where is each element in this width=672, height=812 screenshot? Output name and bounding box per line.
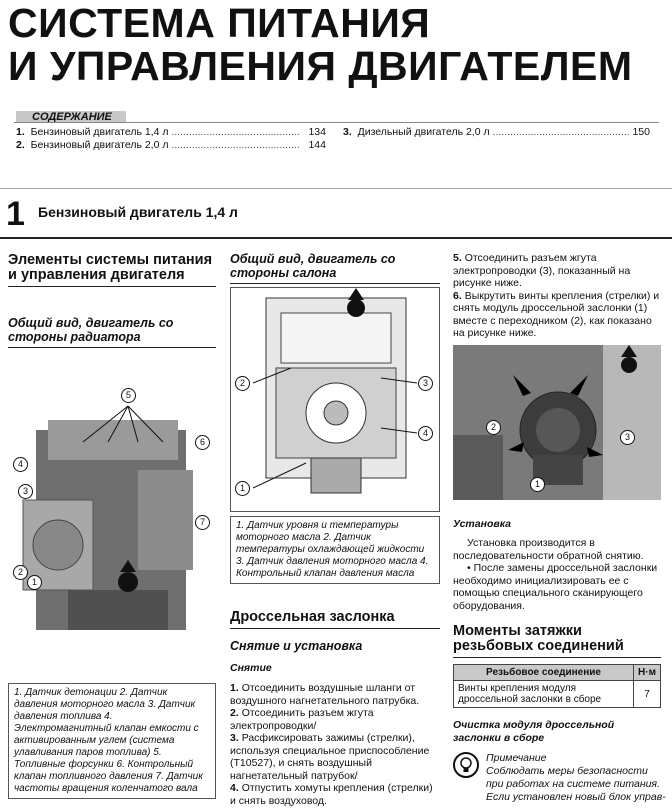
col3-steps: 5. Отсоединить разъем жгута электропрово… [453, 252, 661, 340]
step-6: 6. Выкрутить винты крепления (стрелки) и… [453, 289, 660, 340]
removal-install-heading: Снятие и установка [230, 639, 363, 653]
col1-heading: Элементы системы питания и управления дв… [8, 253, 216, 287]
callout-5: 5 [121, 388, 136, 403]
callout-7: 7 [195, 515, 210, 530]
throttle-section-heading: Дроссельная заслонка [230, 610, 440, 629]
callout-1: 1 [530, 477, 545, 492]
step-5: 5. Отсоединить разъем жгута электропрово… [453, 252, 631, 289]
callout-3: 3 [620, 430, 635, 445]
toc-divider [14, 122, 659, 123]
chapter-rule [0, 237, 672, 239]
step-3: 3. Расфиксировать зажимы (стрелки), испо… [230, 732, 430, 782]
cleaning-heading: Очистка модуля дроссельной заслонки в сб… [453, 719, 615, 744]
callout-6: 6 [195, 435, 210, 450]
page-title-line2: И УПРАВЛЕНИЯ ДВИГАТЕЛЕМ [8, 43, 633, 89]
removal-label: Снятие [230, 662, 272, 674]
callout-4: 4 [13, 457, 28, 472]
install-bullet: • После замены дроссельной заслонки необ… [453, 562, 658, 612]
engine-radiator-drawing [22, 405, 193, 630]
page-title: СИСТЕМА ПИТАНИЯ И УПРАВЛЕНИЯ ДВИГАТЕЛЕМ [8, 2, 633, 88]
table-row: Винты крепления модуля дроссельной засло… [452, 680, 661, 708]
callout-4: 4 [418, 426, 433, 441]
table-header-joint: Резьбовое соединение [452, 664, 635, 681]
chapter-number: 1 [6, 195, 25, 233]
page-title-line1: СИСТЕМА ПИТАНИЯ [8, 0, 431, 46]
torque-heading: Моменты затяжки резьбовых соединений [453, 624, 661, 658]
install-label: Установка [453, 518, 511, 530]
step-1: 1. Отсоединить воздушные шланги от возду… [230, 682, 420, 707]
step-4: 4. Отпустить хомуты крепления (стрелки) … [230, 782, 433, 807]
callout-2: 2 [235, 376, 250, 391]
note-label: Примечание [486, 752, 547, 764]
note-tail: Если установлен новый блок управ- [486, 791, 666, 803]
chapter-top-rule [0, 188, 672, 189]
callout-2: 2 [13, 565, 28, 580]
toc-label: СОДЕРЖАНИЕ [16, 111, 126, 123]
lightbulb-icon [460, 757, 472, 772]
col2-caption: 1. Датчик уровня и температуры моторного… [230, 516, 440, 584]
table-header-nm: Н·м [633, 664, 661, 681]
callout-2: 2 [486, 420, 501, 435]
callout-3: 3 [18, 484, 33, 499]
torque-table: Резьбовое соединение Н·м Винты крепления… [452, 664, 661, 708]
col1-subheading: Общий вид, двигатель со стороны радиатор… [8, 316, 216, 348]
toc-item-1[interactable]: 1. Бензиновый двигатель 1,4 л ..........… [16, 126, 326, 138]
callout-1: 1 [27, 575, 42, 590]
toc-item-2[interactable]: 2. Бензиновый двигатель 2,0 л ..........… [16, 139, 326, 151]
engine-cabin-figure: 2 3 4 1 [230, 287, 440, 512]
engine-radiator-figure: 5 6 4 3 7 2 1 [8, 350, 216, 680]
callout-1: 1 [235, 481, 250, 496]
removal-steps: 1. Отсоединить воздушные шланги от возду… [230, 682, 440, 807]
callout-3: 3 [418, 376, 433, 391]
toc-item-3[interactable]: 3. Дизельный двигатель 2,0 л ...........… [343, 126, 650, 139]
install-text: Установка производится в последовательно… [453, 537, 644, 562]
step-2: 2. Отсоединить разъем жгута электропрово… [230, 707, 374, 732]
throttle-photo: 2 3 1 [453, 345, 661, 500]
engine-cabin-drawing [252, 288, 418, 494]
col2-subheading: Общий вид, двигатель со стороны салона [230, 252, 440, 284]
note-icon [453, 752, 479, 778]
col1-caption: 1. Датчик детонации 2. Датчик давления м… [8, 683, 216, 799]
chapter-title: Бензиновый двигатель 1,4 л [38, 204, 238, 220]
throttle-photo-drawing [453, 345, 661, 500]
note-text: Соблюдать меры безопасности при работах … [486, 765, 660, 790]
